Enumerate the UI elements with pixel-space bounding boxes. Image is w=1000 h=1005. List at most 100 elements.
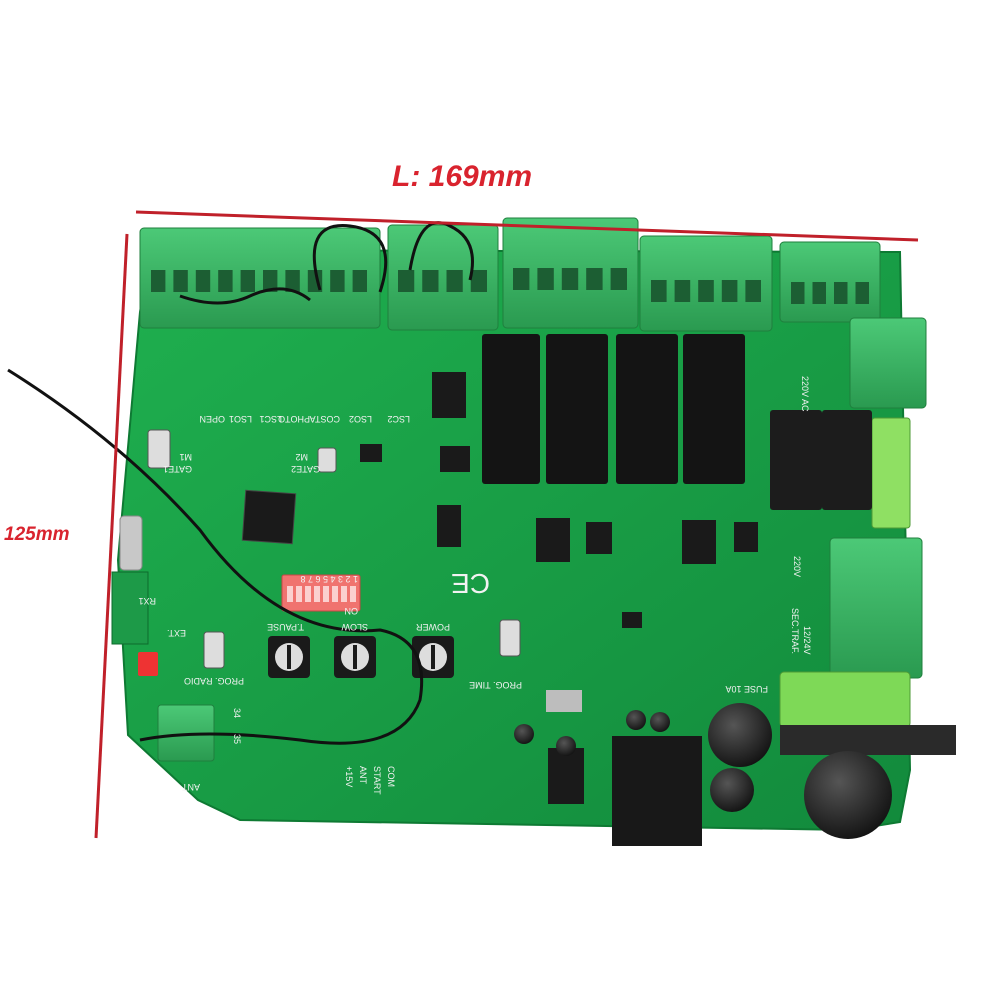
- relay-4: [683, 334, 745, 484]
- label-gate2: GATE2: [291, 464, 320, 474]
- ic-chip-small: [622, 612, 642, 628]
- terminal-screw-hole: [195, 270, 211, 292]
- dip-switch-key: [296, 586, 302, 602]
- label-term-35: 35: [232, 734, 242, 744]
- potentiometer-slow: [334, 636, 376, 678]
- label-prog-radio: PROG. RADIO: [184, 676, 244, 686]
- terminal-block-right-2: [829, 537, 923, 679]
- terminal-screw-hole: [398, 270, 415, 292]
- rx-module: [111, 571, 149, 645]
- label-fuse: FUSE 10A: [725, 684, 768, 694]
- bridge-wire: [179, 287, 311, 305]
- terminal-screw-hole: [218, 270, 233, 292]
- label-220v-ac: 220V AC: [800, 376, 810, 412]
- terminal-screw-hole: [561, 268, 579, 290]
- label-220v: 220V: [792, 556, 802, 577]
- label-terminal: LSO1: [229, 414, 252, 424]
- terminal-screw-hole: [446, 270, 463, 292]
- label-m1: M1: [179, 452, 192, 462]
- terminal-screw-hole: [651, 280, 667, 302]
- voltage-regulator: [432, 372, 466, 418]
- label-terminal: LSC1: [259, 414, 282, 424]
- bridge-wire: [312, 224, 388, 293]
- capacitor-small: [626, 710, 646, 730]
- terminal-screw-hole: [470, 270, 487, 292]
- relay-1: [482, 334, 540, 484]
- terminal-screw-hole: [352, 270, 367, 292]
- label-ce-mark: CE: [451, 568, 490, 599]
- terminal-screw-hole: [834, 282, 848, 304]
- capacitor-small: [514, 724, 534, 744]
- capacitor-small: [556, 736, 576, 756]
- terminal-screw-hole: [422, 270, 439, 292]
- antenna-wire: [7, 368, 424, 745]
- terminal-screw-hole: [263, 270, 278, 292]
- terminal-block-right-1: [849, 317, 927, 409]
- push-button-m1: [147, 429, 171, 469]
- terminal-screw-hole: [791, 282, 805, 304]
- terminal-screw-hole: [855, 282, 869, 304]
- transistor: [548, 748, 584, 804]
- terminal-screw-hole: [674, 280, 691, 302]
- label-sec-traf: SEC.TRAF.: [790, 608, 800, 654]
- bridge-rectifier: [586, 522, 612, 554]
- bridge-rectifier: [734, 522, 758, 552]
- terminal-screw-hole: [240, 270, 255, 292]
- dip-switch-key: [314, 586, 320, 602]
- terminal-screw-hole: [151, 270, 166, 292]
- voltage-regulator: [682, 520, 716, 564]
- capacitor-small: [650, 712, 670, 732]
- ic-chip-small: [360, 444, 382, 462]
- dip-switch-key: [341, 586, 347, 602]
- label-terminal: OPEN: [199, 414, 225, 424]
- label-pot-power: POWER: [415, 622, 450, 632]
- dip-switch-key: [350, 586, 356, 602]
- label-term-34: 34: [232, 708, 242, 718]
- mounting-bracket: [780, 725, 956, 755]
- ic-chip: [440, 446, 470, 472]
- dip-switch-key: [332, 586, 338, 602]
- dip-switch-keys: [287, 586, 356, 602]
- terminal-block-group-5: [779, 241, 881, 323]
- ic-chip: [437, 505, 461, 547]
- label-dip-numbers: 1 2 3 4 5 6 7 8: [300, 574, 358, 584]
- width-dimension-line: [94, 233, 129, 839]
- label-bottom: +15V: [344, 766, 354, 787]
- terminal-screw-hole: [721, 280, 738, 302]
- capacitor: [710, 768, 754, 812]
- dip-switch-key: [287, 586, 293, 602]
- terminal-screw-hole: [812, 282, 826, 304]
- capacitor: [708, 703, 772, 767]
- push-button-m2: [317, 447, 337, 473]
- label-terminal: PHOTO: [278, 414, 310, 424]
- potentiometer-tpause: [268, 636, 310, 678]
- label-terminal: LSC2: [387, 414, 410, 424]
- voltage-regulator: [536, 518, 570, 562]
- microcontroller-chip: [241, 489, 297, 545]
- terminal-screw-hole: [513, 268, 530, 290]
- relay-6: [822, 410, 872, 510]
- label-dip-on: ON: [345, 606, 359, 616]
- label-pot-slow: SLOW: [341, 622, 368, 632]
- crystal: [119, 515, 143, 571]
- label-bottom: COM: [386, 766, 396, 787]
- length-label: L: 169mm: [392, 160, 533, 193]
- label-pot-tpause: T.PAUSE: [267, 622, 304, 632]
- label-12-24v: 12/24V: [802, 626, 812, 655]
- dip-switch-key: [305, 586, 311, 602]
- terminal-screw-hole: [537, 268, 554, 290]
- label-terminal: LSO2: [349, 414, 372, 424]
- terminal-screw-hole: [173, 270, 188, 292]
- label-terminal: COSTA: [310, 414, 340, 424]
- potentiometer-power: [412, 636, 454, 678]
- width-label: 125mm: [4, 524, 70, 545]
- label-ext: EXT.: [167, 628, 186, 638]
- label-rx: RX1: [138, 596, 156, 606]
- push-button-prog-time: [499, 619, 521, 657]
- heat-sink: [612, 736, 702, 846]
- label-ant: ANT: [181, 782, 200, 792]
- label-bottom: START: [372, 766, 382, 795]
- transistor: [546, 690, 582, 712]
- jumper: [138, 652, 158, 676]
- relay-5: [770, 410, 822, 510]
